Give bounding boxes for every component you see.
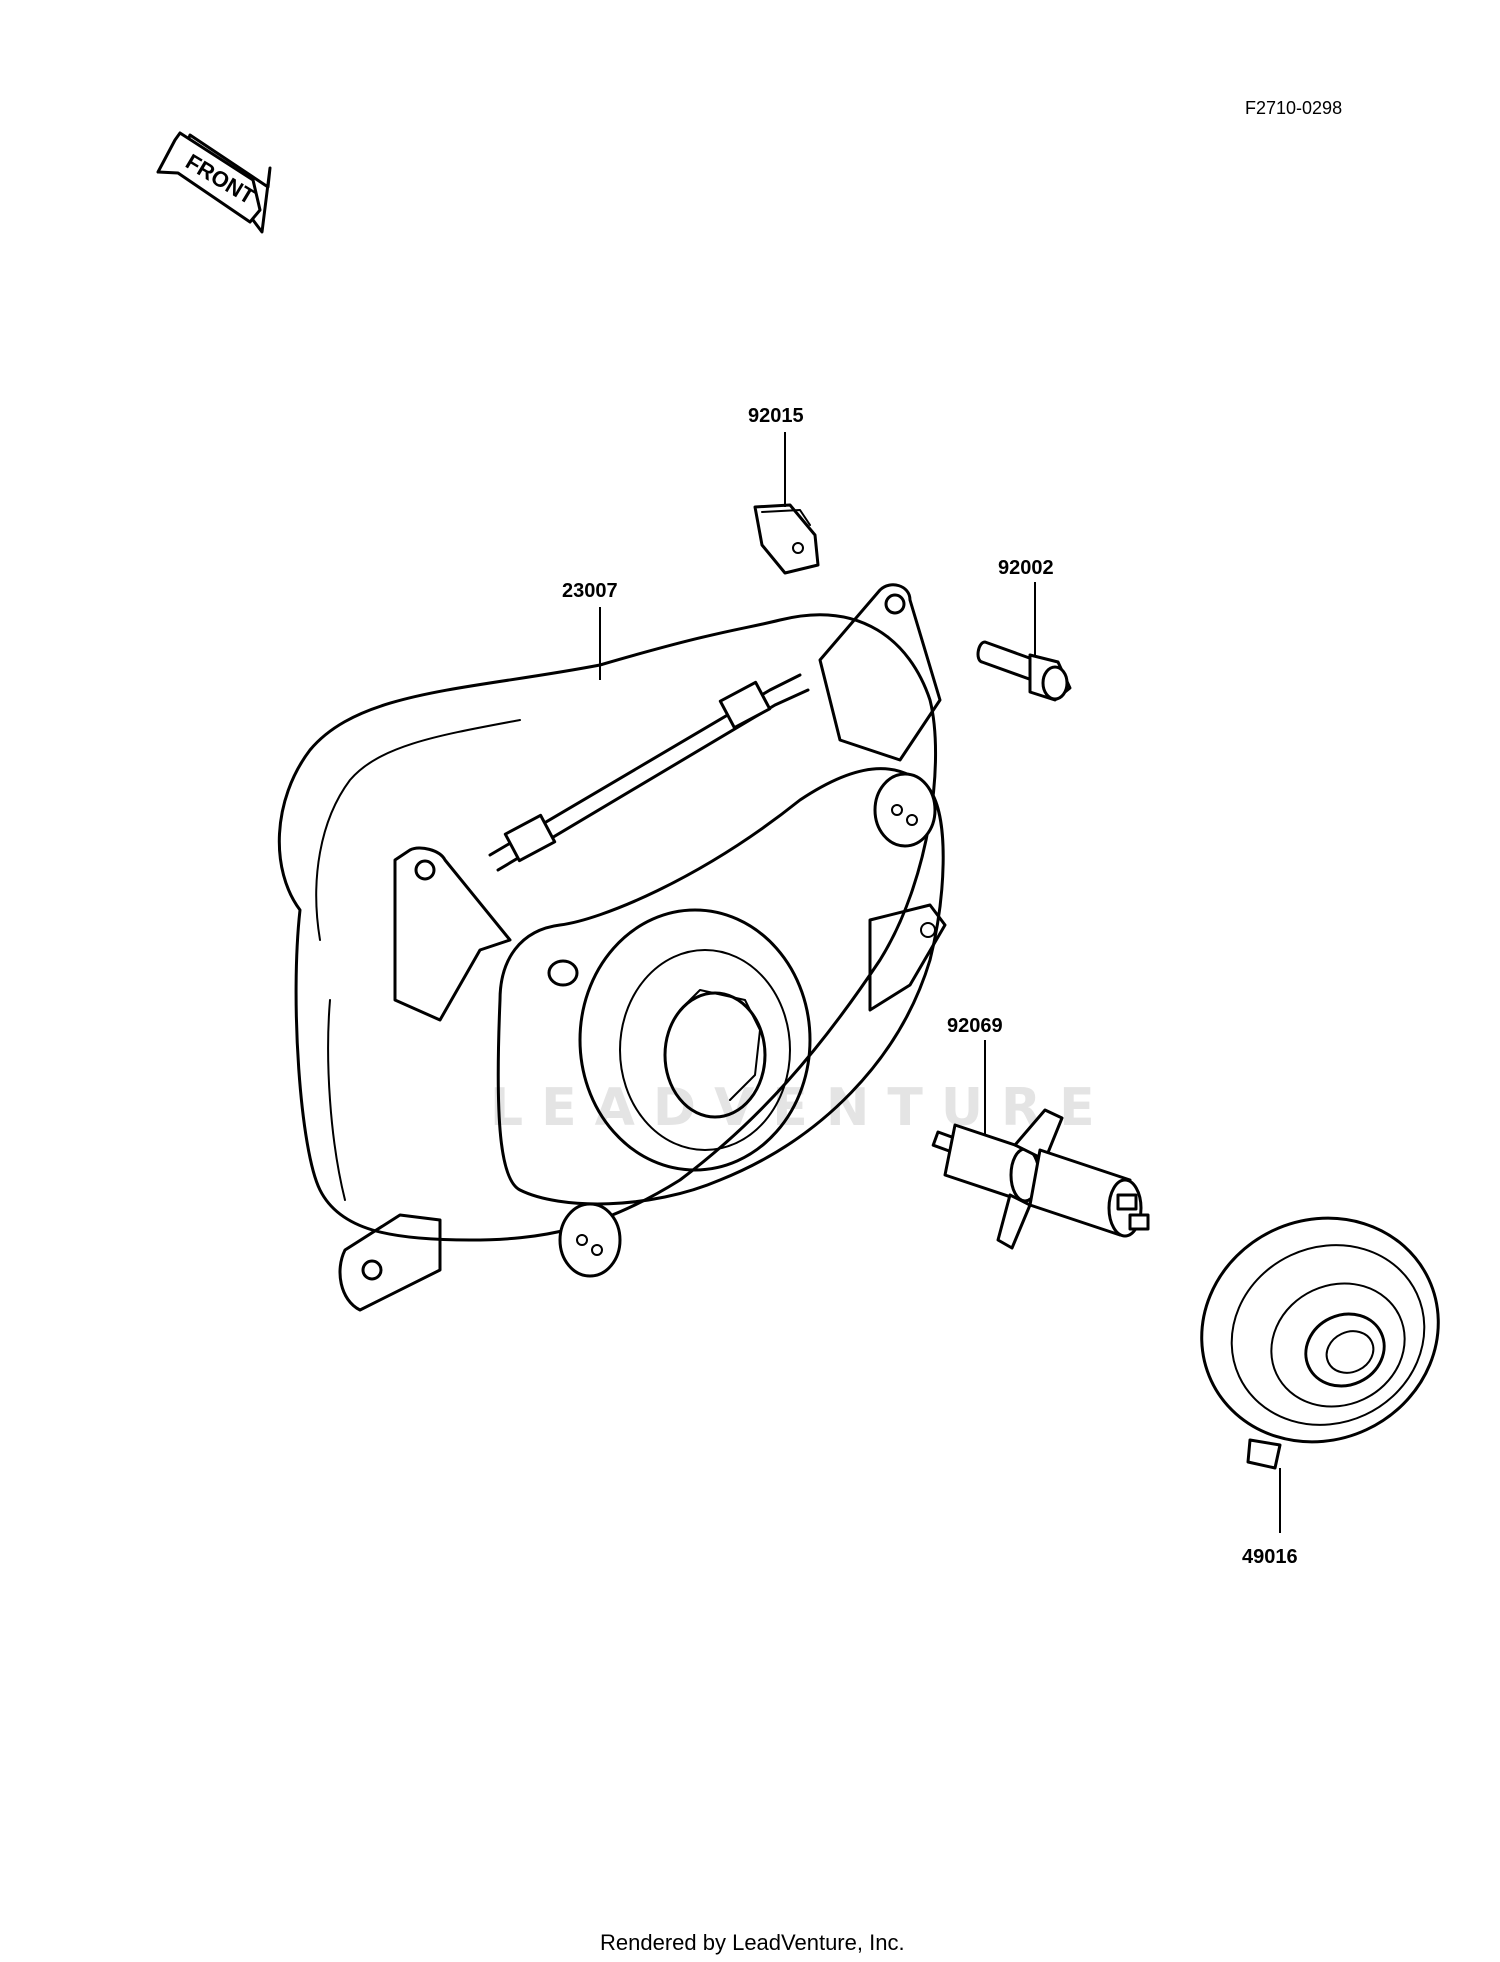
part-number-49016: 49016 (1242, 1546, 1298, 1568)
part-number-92002: 92002 (998, 557, 1054, 579)
part-number-23007: 23007 (562, 580, 618, 602)
rubber-cap-icon (1200, 1216, 1440, 1470)
callout-leaders (599, 432, 1281, 1533)
front-direction-arrow-icon: FRONT (156, 131, 272, 234)
footer-credit: Rendered by LeadVenture, Inc. (600, 1930, 905, 1955)
part-number-92015: 92015 (748, 405, 804, 427)
diagram-code: F2710-0298 (1245, 98, 1342, 118)
part-number-92069: 92069 (947, 1015, 1003, 1037)
bolt-icon (976, 640, 1072, 702)
headlight-housing-icon (277, 583, 947, 1312)
bulb-icon (931, 1108, 1150, 1250)
clip-nut-icon (753, 503, 820, 575)
